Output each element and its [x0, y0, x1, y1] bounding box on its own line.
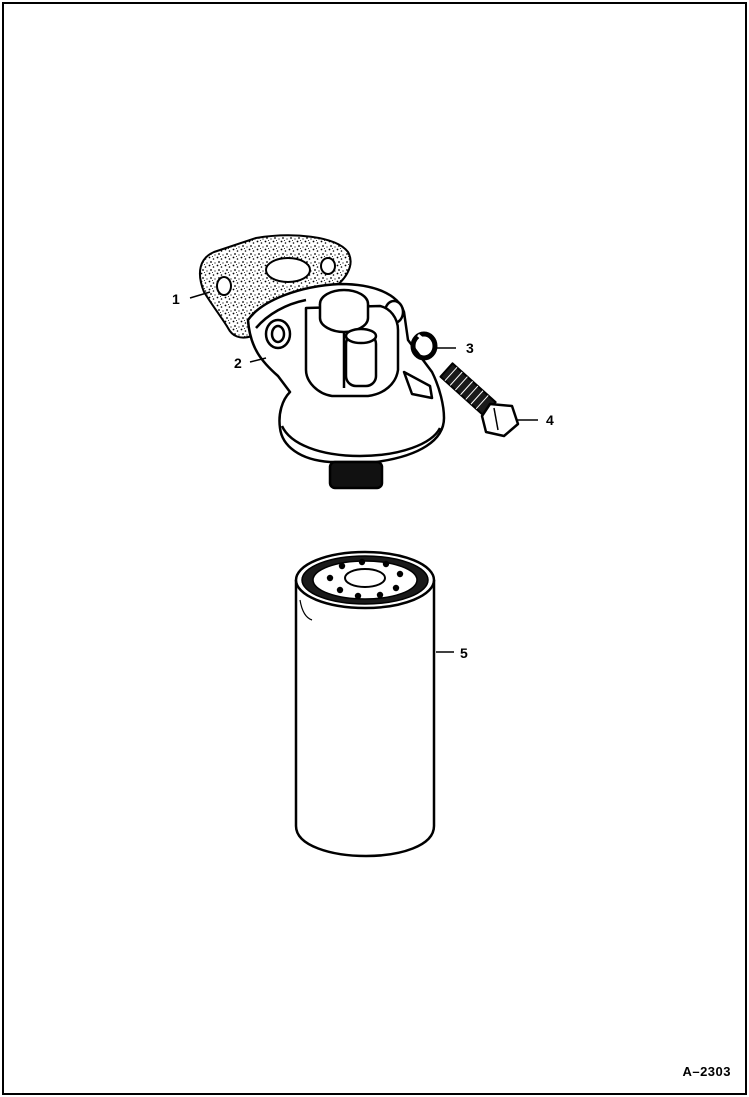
callout-3-lock-washer: 3: [466, 340, 474, 356]
callout-5-filter-element: 5: [460, 645, 468, 661]
callout-1-gasket: 1: [172, 291, 180, 307]
callout-4-bolt: 4: [546, 412, 554, 428]
filter-head-part: [246, 282, 446, 490]
gasket-part: [198, 234, 352, 339]
lock-washer-part: [410, 331, 438, 361]
filter-element-part: [294, 550, 436, 858]
leader-lines: [189, 291, 538, 653]
callout-2-filter-head: 2: [234, 355, 242, 371]
bolt-part: [439, 362, 520, 438]
figure-id-label: A–2303: [682, 1064, 731, 1079]
